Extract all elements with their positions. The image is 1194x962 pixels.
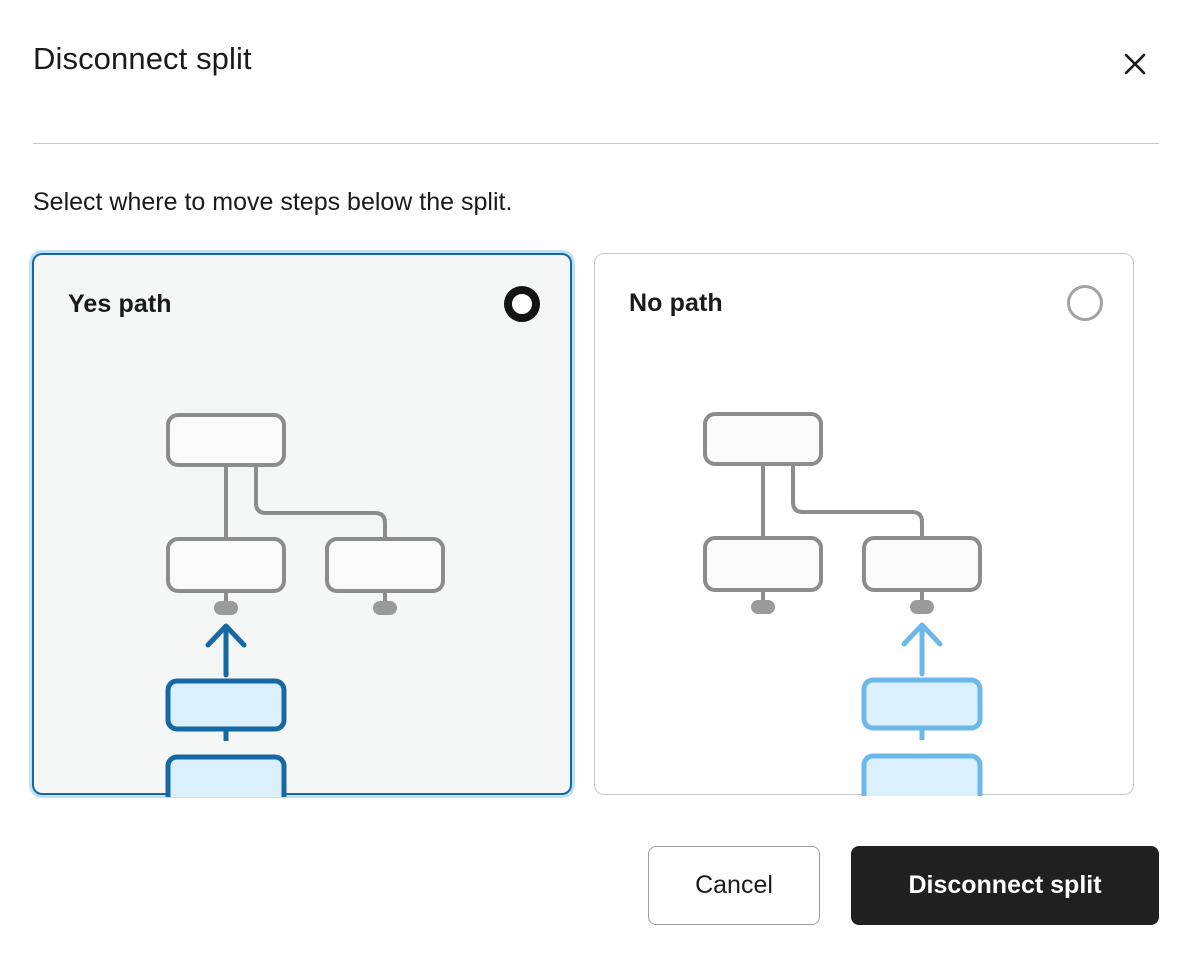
diagram-plug-left (214, 601, 238, 615)
diagram-plug-left (751, 600, 775, 614)
diagram-moved-node-1 (861, 677, 983, 731)
path-option-group: Yes path (30, 253, 1158, 799)
radio-unselected-icon[interactable] (1067, 285, 1103, 321)
arrow-up-icon (901, 622, 943, 677)
disconnect-split-button[interactable]: Disconnect split (851, 845, 1159, 925)
diagram-node-left-child (166, 537, 286, 593)
option-card-no-path[interactable]: No path (594, 253, 1134, 796)
close-button[interactable] (1115, 44, 1155, 84)
option-card-yes-path[interactable]: Yes path (32, 253, 572, 797)
option-label-no-path: No path (629, 288, 723, 317)
diagram-moved-node-2 (165, 754, 287, 797)
header-divider (33, 143, 1159, 144)
diagram-node-parent (703, 412, 823, 466)
page-title: Disconnect split (33, 41, 252, 76)
diagram-moved-nodes (165, 678, 287, 797)
instruction-text: Select where to move steps below the spl… (33, 188, 513, 216)
diagram-no-path (595, 326, 1133, 796)
diagram-plug-right (373, 601, 397, 615)
diagram-moved-nodes (861, 677, 983, 796)
diagram-moved-node-2 (861, 753, 983, 796)
radio-selected-icon[interactable] (504, 286, 540, 322)
diagram-node-right-child (862, 536, 982, 592)
arrow-up-icon (205, 623, 247, 678)
option-label-yes-path: Yes path (68, 289, 172, 318)
dialog-header: Disconnect split (33, 40, 1159, 102)
diagram-plug-right (910, 600, 934, 614)
cancel-button[interactable]: Cancel (648, 845, 820, 925)
option-card-header: No path (629, 280, 1103, 326)
option-card-header: Yes path (68, 281, 540, 327)
diagram-yes-path (34, 327, 570, 797)
diagram-node-left-child (703, 536, 823, 592)
close-icon (1120, 49, 1150, 79)
dialog-footer: Cancel Disconnect split (33, 844, 1159, 926)
diagram-moved-node-1 (165, 678, 287, 732)
diagram-node-right-child (325, 537, 445, 593)
diagram-node-parent (166, 413, 286, 467)
